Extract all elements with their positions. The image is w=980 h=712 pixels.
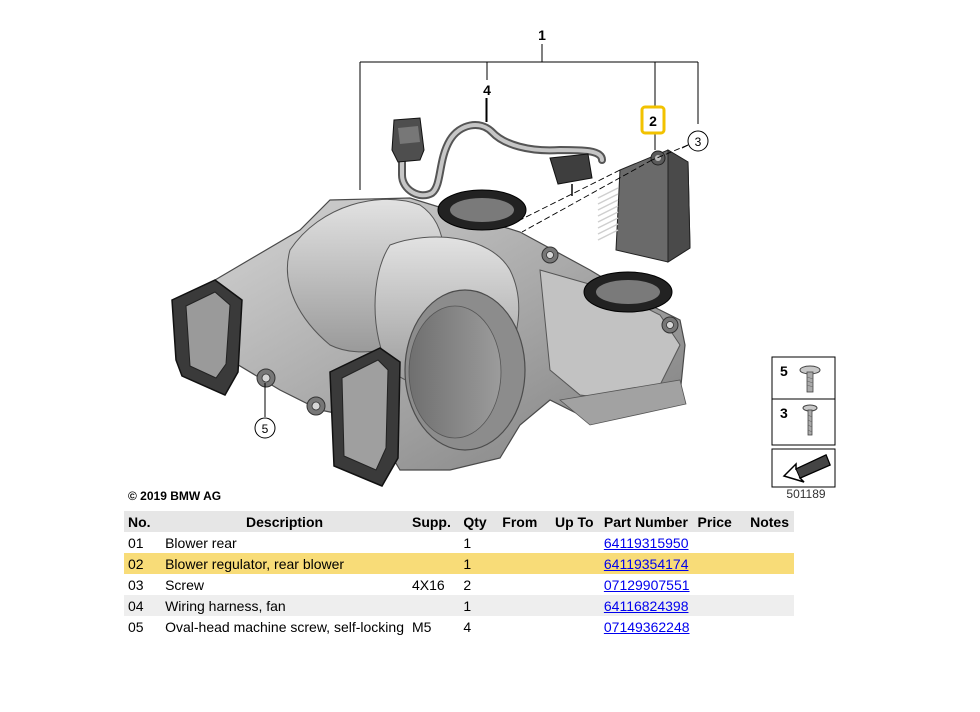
cell-from [498,616,551,637]
cell-supp [408,532,459,553]
wiring-harness-illustration [391,117,606,200]
table-row[interactable]: 03 Screw 4X16 2 07129907551 [124,574,794,595]
header-notes: Notes [746,511,794,532]
callout-1: 1 [538,27,546,43]
cell-description: Screw [165,576,204,593]
cell-up-to [550,553,600,574]
cell-supp: M5 [411,618,432,635]
oval-head-screw-icon [799,365,821,393]
cell-description: Oval-head machine screw, self-locking [165,618,404,635]
part-number-link[interactable]: 64119315950 [603,534,689,551]
cell-description: Blower rear [165,534,237,551]
table-header-row: No. Description Supp. Qty From Up To Par… [124,511,794,532]
part-number-link[interactable]: 07149362248 [603,618,690,635]
arrow-icon [782,453,831,483]
part-number-link[interactable]: 64116824398 [603,597,689,614]
svg-text:3: 3 [695,135,702,149]
cell-supp: 4X16 [411,576,445,593]
cell-qty: 4 [463,618,472,635]
part-number-link[interactable]: 64119354174 [603,555,689,572]
table-row[interactable]: 04 Wiring harness, fan 1 64116824398 [124,595,794,616]
copyright-text: © 2019 BMW AG [128,489,221,503]
cell-price [693,595,747,616]
screw-icon [802,404,818,436]
header-from: From [498,511,551,532]
blower-housing-illustration [171,189,687,487]
cell-qty: 2 [463,576,472,593]
cell-no: 04 [124,595,162,616]
cell-price [693,553,747,574]
callout-leaders [264,98,656,417]
callout-2[interactable]: 2 [640,105,666,135]
table-row-highlighted[interactable]: 02 Blower regulator, rear blower 1 64119… [124,553,794,574]
cell-up-to [551,574,600,595]
cell-from [498,553,551,574]
cell-no: 05 [128,618,144,635]
cell-notes [746,574,794,595]
cell-up-to [550,595,600,616]
cell-notes [746,553,794,574]
cell-no: 03 [128,576,144,593]
callout-3: 3 [687,130,709,152]
header-price: Price [693,511,747,532]
cell-qty: 1 [463,534,472,551]
legend-number-3: 3 [780,405,788,421]
cell-price [694,532,747,553]
part-number-link[interactable]: 07129907551 [603,576,690,593]
cell-supp [407,553,460,574]
parts-diagram: 1 4 2 3 5 5 3 [120,0,840,505]
cell-description: Wiring harness, fan [161,595,408,616]
header-supp: Supp. [407,511,460,532]
header-description: Description [161,511,408,532]
cell-no: 02 [124,553,162,574]
cell-price [694,574,747,595]
header-no: No. [124,511,162,532]
cell-supp [407,595,460,616]
blower-regulator-illustration [597,149,691,263]
cell-qty: 1 [459,595,499,616]
callout-4: 4 [483,82,491,98]
svg-text:2: 2 [649,113,657,129]
assembly-lines [515,144,689,233]
cell-notes [746,595,794,616]
cell-description: Blower regulator, rear blower [161,553,408,574]
table-row[interactable]: 01 Blower rear 1 64119315950 [124,532,794,553]
cell-no: 01 [128,534,144,551]
legend-number-5: 5 [780,363,788,379]
cell-from [498,574,551,595]
cell-qty: 1 [459,553,499,574]
cell-notes [746,532,794,553]
header-part-number: Part Number [599,511,694,532]
cell-from [498,532,551,553]
callout-5: 5 [254,417,276,439]
cell-up-to [551,532,600,553]
cell-price [694,616,747,637]
fastener-legend: 5 3 [771,356,836,488]
header-qty: Qty [459,511,499,532]
header-up-to: Up To [550,511,600,532]
image-number: 501189 [786,487,825,501]
cell-from [498,595,551,616]
cell-up-to [551,616,600,637]
svg-text:5: 5 [262,422,269,436]
table-row[interactable]: 05 Oval-head machine screw, self-locking… [124,616,794,637]
callout-1-leaders [359,44,699,190]
cell-notes [746,616,794,637]
parts-table: No. Description Supp. Qty From Up To Par… [124,511,794,637]
